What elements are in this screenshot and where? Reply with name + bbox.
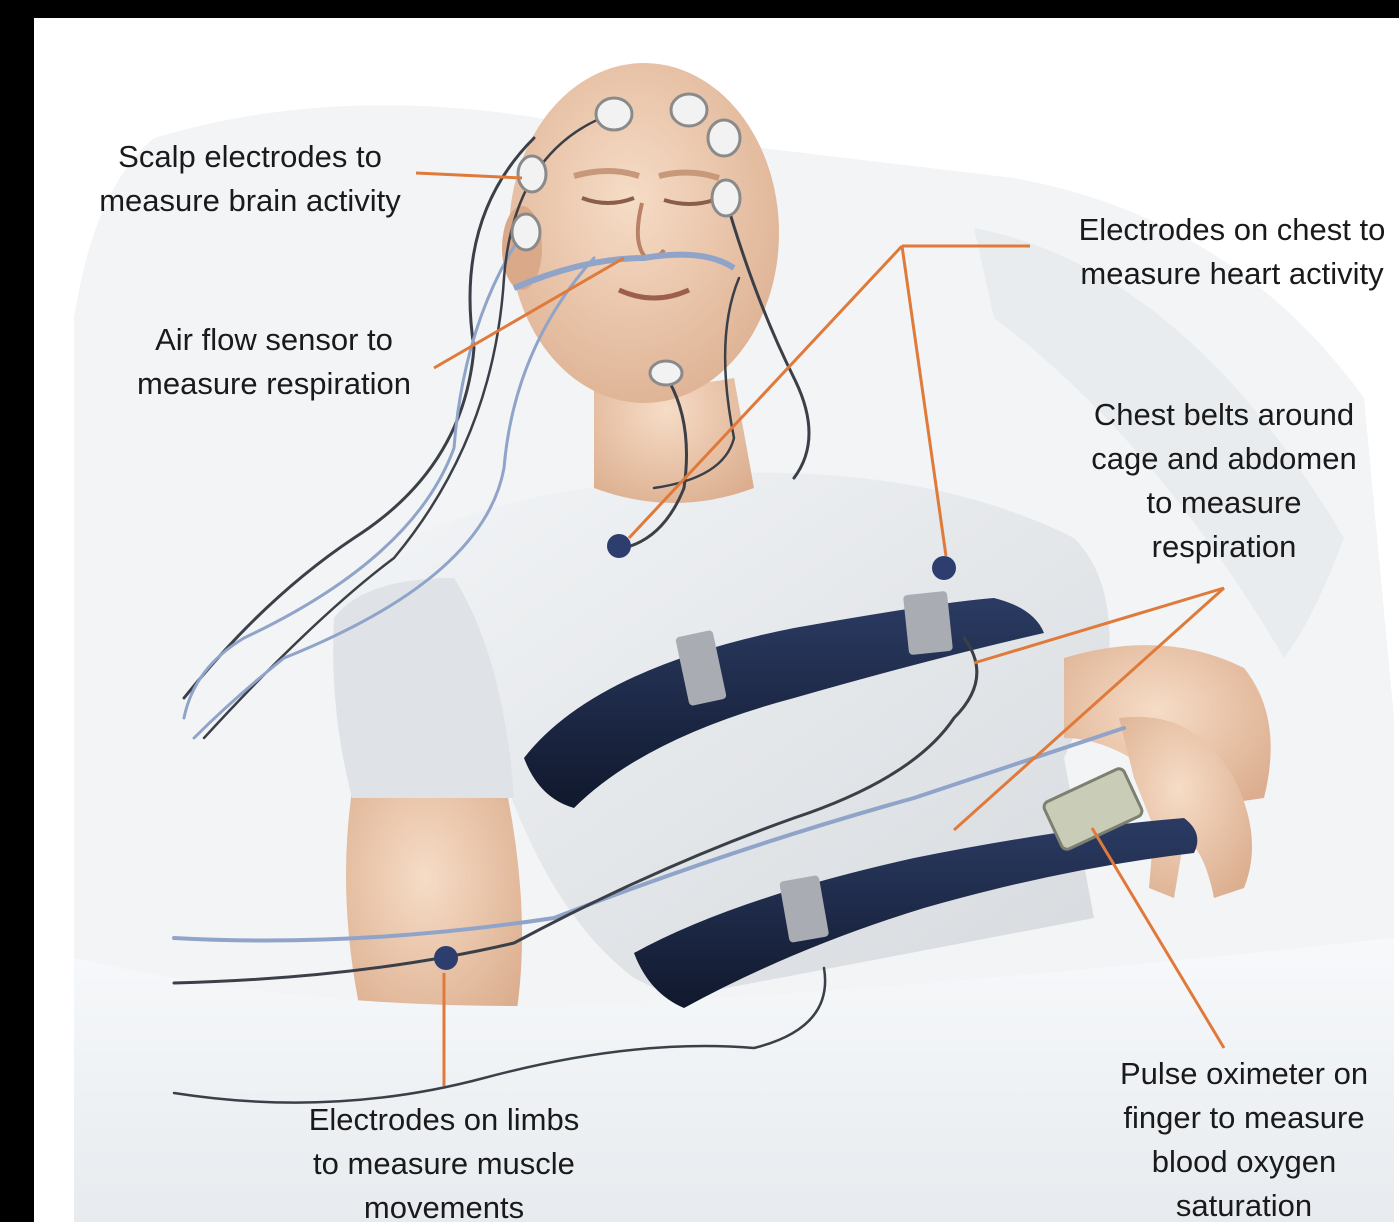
label-line: measure heart activity bbox=[1044, 252, 1399, 296]
label-chest-electrodes: Electrodes on chest to measure heart act… bbox=[1044, 208, 1399, 296]
label-limb-electrodes: Electrodes on limbs to measure muscle mo… bbox=[264, 1098, 624, 1222]
label-pulse-oximeter: Pulse oximeter on finger to measure bloo… bbox=[1074, 1052, 1399, 1222]
chest-electrode-right bbox=[932, 556, 956, 580]
label-line: blood oxygen bbox=[1074, 1140, 1399, 1184]
label-line: to measure muscle bbox=[264, 1142, 624, 1186]
label-line: saturation bbox=[1074, 1184, 1399, 1222]
label-line: Pulse oximeter on bbox=[1074, 1052, 1399, 1096]
label-line: Air flow sensor to bbox=[104, 318, 444, 362]
label-chest-belts: Chest belts around cage and abdomen to m… bbox=[1054, 393, 1394, 569]
label-line: movements bbox=[264, 1186, 624, 1222]
label-line: finger to measure bbox=[1074, 1096, 1399, 1140]
label-line: Electrodes on chest to bbox=[1044, 208, 1399, 252]
label-line: cage and abdomen bbox=[1054, 437, 1394, 481]
label-line: Electrodes on limbs bbox=[264, 1098, 624, 1142]
left-arm bbox=[346, 778, 522, 1028]
head bbox=[509, 63, 779, 403]
limb-electrode bbox=[434, 946, 458, 970]
belt-buckle-upper-right bbox=[903, 591, 953, 655]
label-line: measure respiration bbox=[104, 362, 444, 406]
label-line: to measure bbox=[1054, 481, 1394, 525]
chest-electrode-left bbox=[607, 534, 631, 558]
throat-electrode bbox=[650, 361, 682, 385]
label-line: Chest belts around bbox=[1054, 393, 1394, 437]
label-line: measure brain activity bbox=[70, 179, 430, 223]
label-line: respiration bbox=[1054, 525, 1394, 569]
label-line: Scalp electrodes to bbox=[70, 135, 430, 179]
label-scalp-electrodes: Scalp electrodes to measure brain activi… bbox=[70, 135, 430, 223]
label-airflow-sensor: Air flow sensor to measure respiration bbox=[104, 318, 444, 406]
